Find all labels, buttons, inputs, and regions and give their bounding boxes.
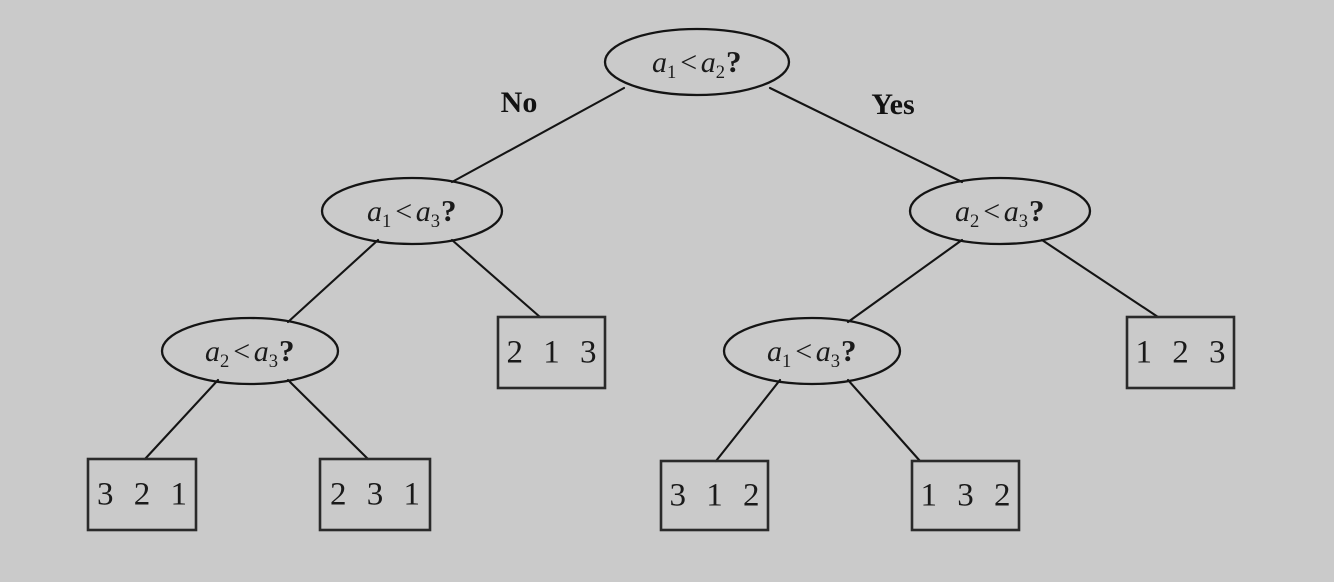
leaf-node-321-shape[interactable] [86,457,198,532]
leaf-node-123-label: 1 2 3 [1135,334,1232,370]
edge-root-to-left [450,86,626,184]
leaf-node-312-label: 3 1 2 [669,477,766,513]
leaf-node-231-label: 2 3 1 [330,476,426,512]
edge-left-to-leaf-213 [450,238,542,319]
leaf-node-312-shape[interactable] [659,459,770,532]
edge-label-no: No [500,86,538,119]
decision-node-right-shape[interactable] [908,176,1092,246]
decision-node-shapes [160,27,1092,386]
decision-node-left-left-label: a2<a3? [204,333,296,372]
edge-label-yes: Yes [871,88,915,121]
leaf-node-321-label: 3 2 1 [97,476,193,512]
leaf-node-231-shape[interactable] [318,457,432,532]
leaf-node-213-label: 2 1 3 [506,334,603,370]
decision-node-left-shape[interactable] [320,176,504,246]
edge-root-to-right [768,86,964,184]
leaf-node-213-shape[interactable] [496,315,607,390]
edge-right-to-left [846,238,964,324]
edge-to-leaf-231 [286,378,370,461]
leaf-node-132-label: 1 3 2 [920,477,1017,513]
decision-node-right-left-label: a1<a3? [766,333,858,372]
decision-node-left-label: a1<a3? [366,193,458,232]
leaf-node-123-shape[interactable] [1125,315,1236,390]
decision-node-root-label: a1<a2? [651,44,743,83]
leaf-node-132-shape[interactable] [910,459,1021,532]
edge-to-leaf-321 [143,378,220,461]
edge-to-leaf-132 [846,378,922,463]
decision-node-left-left-shape[interactable] [160,316,340,386]
edge-group [143,86,1160,463]
decision-node-right-left-shape[interactable] [722,316,902,386]
decision-node-right-label: a2<a3? [954,193,1046,232]
edge-left-to-left [286,238,380,324]
edge-right-to-leaf-123 [1040,238,1160,319]
decision-node-root-shape[interactable] [603,27,791,97]
leaf-node-shapes [86,315,1236,532]
edge-to-leaf-312 [714,378,782,463]
